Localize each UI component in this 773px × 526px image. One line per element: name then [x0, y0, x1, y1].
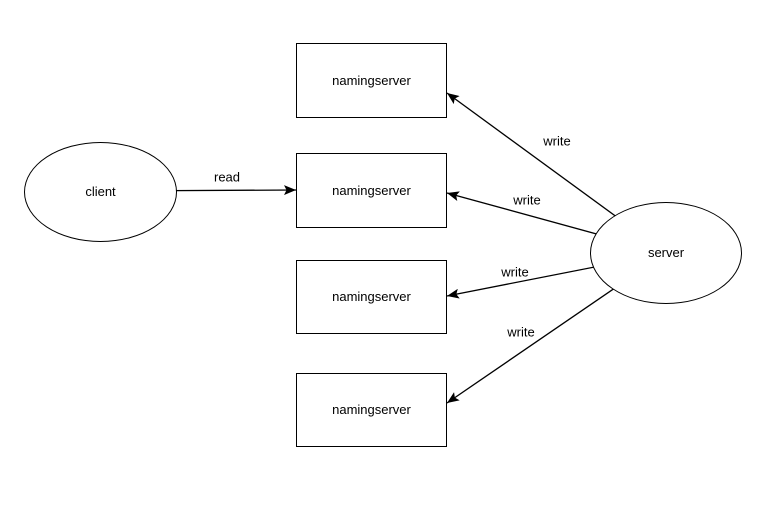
namingserver-node-3: namingserver [296, 260, 447, 334]
client-node-label: client [85, 184, 116, 200]
namingserver-node-4-label: namingserver [332, 402, 411, 418]
write-edge-label-2: write [513, 192, 541, 208]
write-edge-label-3: write [501, 264, 529, 280]
read-edge-label: read [213, 169, 241, 185]
write-edge-label-4: write [507, 324, 535, 340]
namingserver-node-1-label: namingserver [332, 72, 411, 88]
write-edge-label-1: write [543, 133, 571, 149]
namingserver-node-2: namingserver [296, 153, 447, 228]
namingserver-node-2-label: namingserver [332, 182, 411, 198]
server-node-label: server [647, 245, 685, 261]
namingserver-node-1: namingserver [296, 43, 447, 118]
server-node: server [590, 202, 742, 304]
namingserver-node-3-label: namingserver [332, 289, 411, 305]
namingserver-node-4: namingserver [296, 373, 447, 447]
client-node: client [24, 142, 177, 242]
